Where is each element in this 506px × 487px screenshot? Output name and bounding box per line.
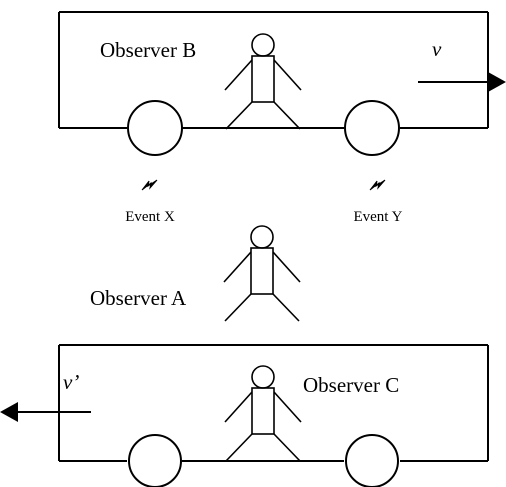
observer-b-figure-icon xyxy=(224,33,302,130)
wheel-icon xyxy=(344,100,400,156)
velocity-v-label: v xyxy=(432,37,442,61)
observer-c-figure-icon xyxy=(224,365,302,462)
lightning-bolt-icon xyxy=(141,179,158,191)
velocity-v-prime-label: v’ xyxy=(63,370,79,394)
observer-a: Observer A xyxy=(90,225,301,322)
observer-c-label: Observer C xyxy=(303,373,399,397)
wheel-icon xyxy=(345,434,399,487)
top-train: Observer B v xyxy=(58,11,506,156)
bottom-train: Observer C v’ xyxy=(0,344,489,487)
event-y-marker: Event Y xyxy=(353,179,403,225)
event-x-label: Event X xyxy=(125,209,175,225)
observer-b-label: Observer B xyxy=(100,38,196,62)
observer-a-figure-icon xyxy=(223,225,301,322)
event-x-marker: Event X xyxy=(125,179,175,225)
wheel-icon xyxy=(128,434,182,487)
lightning-bolt-icon xyxy=(369,179,386,191)
event-y-label: Event Y xyxy=(353,209,402,225)
arrow-right-icon xyxy=(418,72,506,92)
observer-a-label: Observer A xyxy=(90,286,187,310)
arrow-left-icon xyxy=(0,402,91,422)
wheel-icon xyxy=(127,100,183,156)
